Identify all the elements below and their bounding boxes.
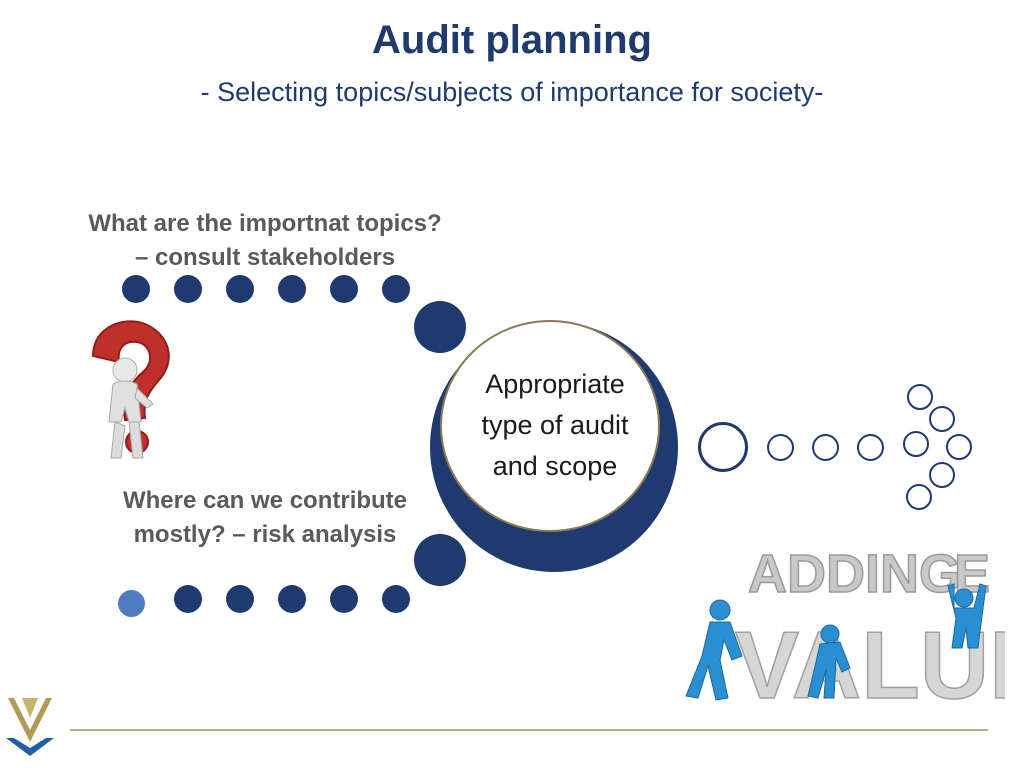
adding-value-illustration: ADDING E VALUE bbox=[685, 543, 1005, 710]
top-dot bbox=[330, 275, 358, 303]
output-ring bbox=[767, 434, 794, 461]
top-question-line-1: What are the importnat topics? bbox=[88, 210, 442, 237]
top-dot bbox=[226, 275, 254, 303]
bottom-dot bbox=[382, 585, 410, 613]
output-ring bbox=[812, 434, 839, 461]
arrow-ring bbox=[929, 406, 955, 432]
bottom-dot bbox=[278, 585, 306, 613]
bottom-dot bbox=[174, 585, 202, 613]
arrow-ring bbox=[907, 384, 933, 410]
bottom-big-dot bbox=[414, 534, 466, 586]
top-dot bbox=[278, 275, 306, 303]
top-question: What are the importnat topics? – consult… bbox=[40, 207, 490, 275]
bottom-question-line-2: mostly? – risk analysis bbox=[133, 521, 397, 548]
bottom-dot bbox=[330, 585, 358, 613]
output-ring-large bbox=[698, 422, 748, 472]
top-dot bbox=[382, 275, 410, 303]
top-dot bbox=[122, 275, 150, 303]
output-ring bbox=[857, 434, 884, 461]
top-question-line-2: – consult stakeholders bbox=[134, 244, 396, 271]
bottom-question: Where can we contribute mostly? – risk a… bbox=[60, 484, 470, 552]
adding-word: ADDING bbox=[748, 544, 961, 604]
bottom-dot bbox=[226, 585, 254, 613]
bottom-start-dot bbox=[118, 590, 145, 617]
arrow-ring bbox=[946, 434, 972, 460]
arrow-ring bbox=[903, 431, 929, 457]
footer-divider bbox=[70, 729, 988, 731]
arrow-ring bbox=[929, 462, 955, 488]
bottom-question-line-1: Where can we contribute bbox=[122, 487, 408, 514]
center-label-line-2: type of audit bbox=[481, 410, 629, 440]
top-dot bbox=[174, 275, 202, 303]
question-mark-person-icon bbox=[91, 320, 170, 459]
top-big-dot bbox=[414, 301, 466, 353]
center-label: Appropriate type of audit and scope bbox=[448, 364, 662, 487]
slide-title: Audit planning bbox=[372, 18, 652, 62]
center-label-line-3: and scope bbox=[492, 451, 618, 481]
center-circle bbox=[440, 320, 660, 532]
center-label-line-1: Appropriate bbox=[485, 369, 625, 399]
logo-icon bbox=[6, 698, 54, 756]
slide-subtitle: - Selecting topics/subjects of importanc… bbox=[200, 77, 824, 107]
arrow-ring bbox=[906, 484, 932, 510]
